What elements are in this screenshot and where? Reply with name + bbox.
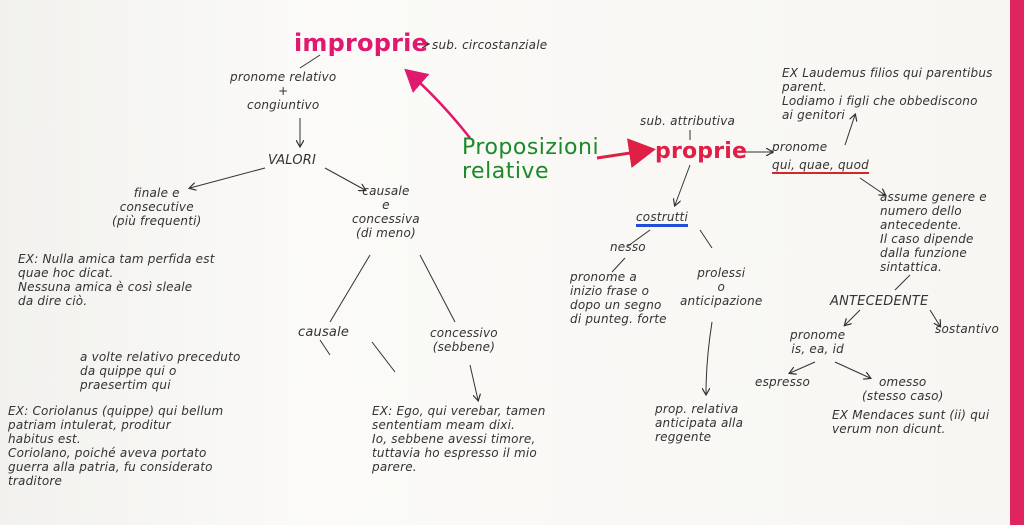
improprie-pronome: pronome relativo + congiuntivo	[230, 70, 337, 112]
costrutti-node: costrutti	[636, 210, 688, 227]
pronome-forms: qui, quae, quod	[772, 158, 869, 174]
proprie-sub: sub. attributiva	[640, 114, 736, 128]
finale-example: EX: Nulla amica tam perfida est quae hoc…	[18, 252, 215, 308]
red-margin-line	[1010, 0, 1024, 525]
improprie-label: improprie	[294, 29, 429, 57]
causale-example: EX: Coriolanus (quippe) qui bellum patri…	[8, 404, 224, 488]
causale-concessiva-node: causale e concessiva (di meno)	[352, 184, 420, 240]
accordo-note: assume genere e numero dello antecedente…	[880, 190, 987, 274]
pronome-is-node: pronome is, ea, id	[790, 328, 846, 356]
prolessi-node: prolessi o anticipazione	[680, 266, 763, 308]
pronome-example: EX Laudemus filios qui parentibus parent…	[782, 66, 993, 122]
concessivo-example: EX: Ego, qui verebar, tamen sententiam m…	[372, 404, 546, 474]
nesso-node: nesso	[610, 240, 646, 254]
center-title: Proposizioni relative	[462, 135, 600, 184]
causale-note: a volte relativo preceduto da quippe qui…	[80, 350, 241, 392]
antecedente-node: ANTECEDENTE	[830, 294, 929, 309]
proprie-pronome: pronome	[772, 140, 828, 154]
concessivo-node: concessivo (sebbene)	[430, 326, 498, 354]
nesso-note: pronome a inizio frase o dopo un segno d…	[570, 270, 667, 326]
arrow-to-improprie	[404, 68, 471, 139]
improprie-sub: sub. circostanziale	[432, 38, 548, 52]
arrow-to-proprie	[596, 138, 656, 168]
omesso-node: omesso (stesso caso)	[862, 375, 944, 403]
espresso-node: espresso	[755, 375, 811, 389]
omesso-example: EX Mendaces sunt (ii) qui verum non dicu…	[832, 408, 990, 436]
causale-node: causale	[298, 325, 350, 340]
prolessi-note: prop. relativa anticipata alla reggente	[655, 402, 744, 444]
valori-node: VALORI	[268, 153, 317, 168]
sostantivo-node: sostantivo	[935, 322, 999, 336]
finale-node: finale e consecutive (più frequenti)	[112, 186, 202, 228]
proprie-label: proprie	[655, 139, 748, 164]
